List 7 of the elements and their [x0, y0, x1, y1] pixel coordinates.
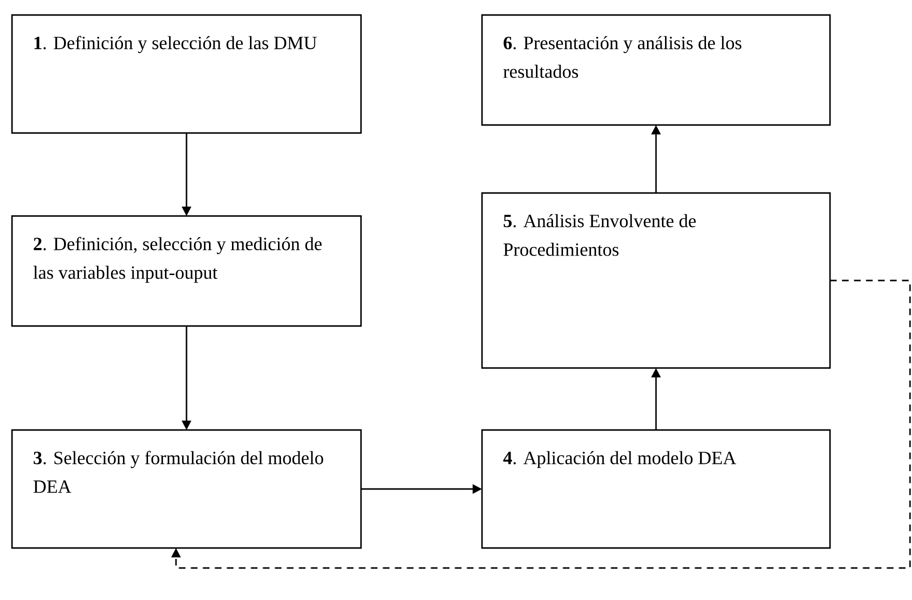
- process-box: 5. Análisis Envolvente de Procedimientos: [481, 192, 831, 369]
- arrow: [171, 280, 911, 569]
- process-box: 6. Presentación y análisis de los resultados: [481, 14, 831, 126]
- process-box: 2. Definición, selección y medición de las variables input-ouput: [11, 215, 362, 327]
- process-box: 1. Definición y selección de las DMU: [11, 14, 362, 134]
- process-box: 4. Aplicación del modelo DEA: [481, 429, 831, 549]
- process-box: 3. Selección y formulación del modelo DEA: [11, 429, 362, 549]
